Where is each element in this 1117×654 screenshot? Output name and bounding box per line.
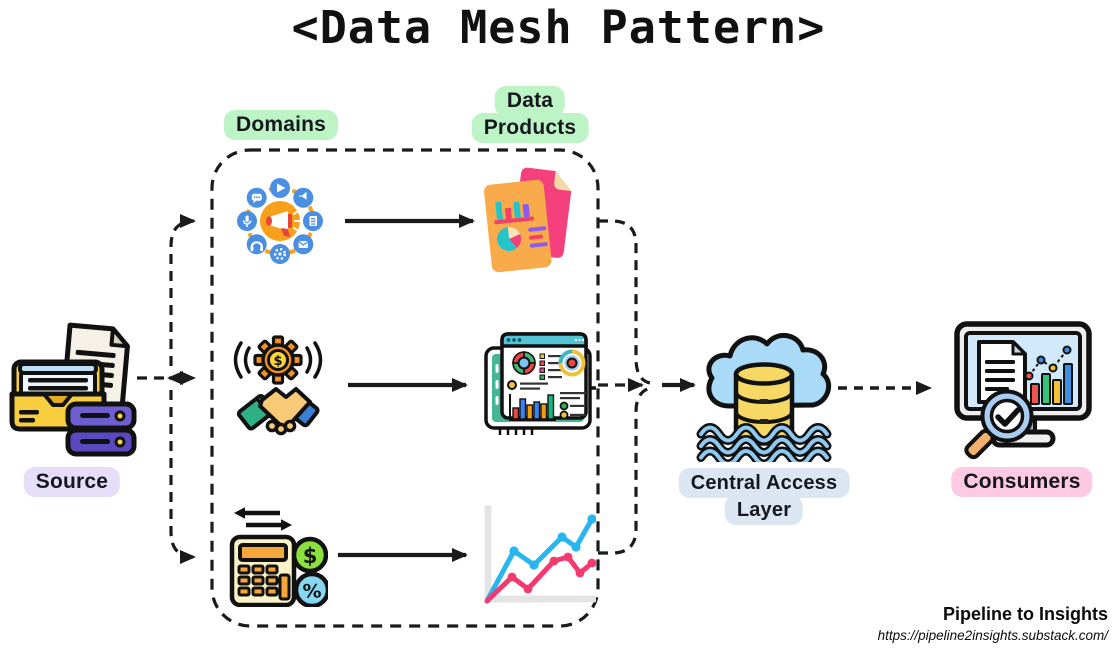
consumers-label: Consumers [951,467,1093,497]
gear-dollar-glyph: $ [273,354,282,369]
source-fanout-arrows [137,214,196,564]
gauge-chart [558,349,586,377]
dollar-glyph: $ [303,544,318,568]
gear: $ [253,335,303,385]
social-satellites [237,178,323,264]
domains-label: Domains [223,110,339,140]
brand-url: https://pipeline2insights.substack.com/ [877,628,1108,643]
marketing-domain-icon [236,170,324,272]
report-document-icon [482,166,578,278]
product-convergence-arrows [598,219,651,555]
handshake-domain-icon: $ [228,330,328,448]
domains-boundary-box [210,148,600,628]
page-title: <Data Mesh Pattern> [291,1,826,54]
consumers-icon [943,320,1101,462]
domain-to-product-arrows [338,214,475,562]
central-access-label: Central Access Layer [678,468,850,525]
source-label: Source [23,467,121,497]
source-icon [6,318,140,460]
magnifier [964,389,1034,460]
report-document [977,340,1027,404]
trend-line-chart-icon [478,504,598,607]
exchange-arrows [234,507,292,531]
brand-name: Pipeline to Insights [942,604,1108,624]
donut-chart [512,351,536,375]
legend [539,353,562,380]
database-servers [65,401,137,457]
dashboard-icon [480,330,596,436]
percent-glyph: % [302,581,321,603]
bar-chart [509,394,556,421]
calculator-domain-icon: $ % [228,503,331,609]
screen-bar-chart [1024,345,1073,405]
central-access-icon [693,322,835,469]
data-products-label: Data Products [471,86,589,143]
